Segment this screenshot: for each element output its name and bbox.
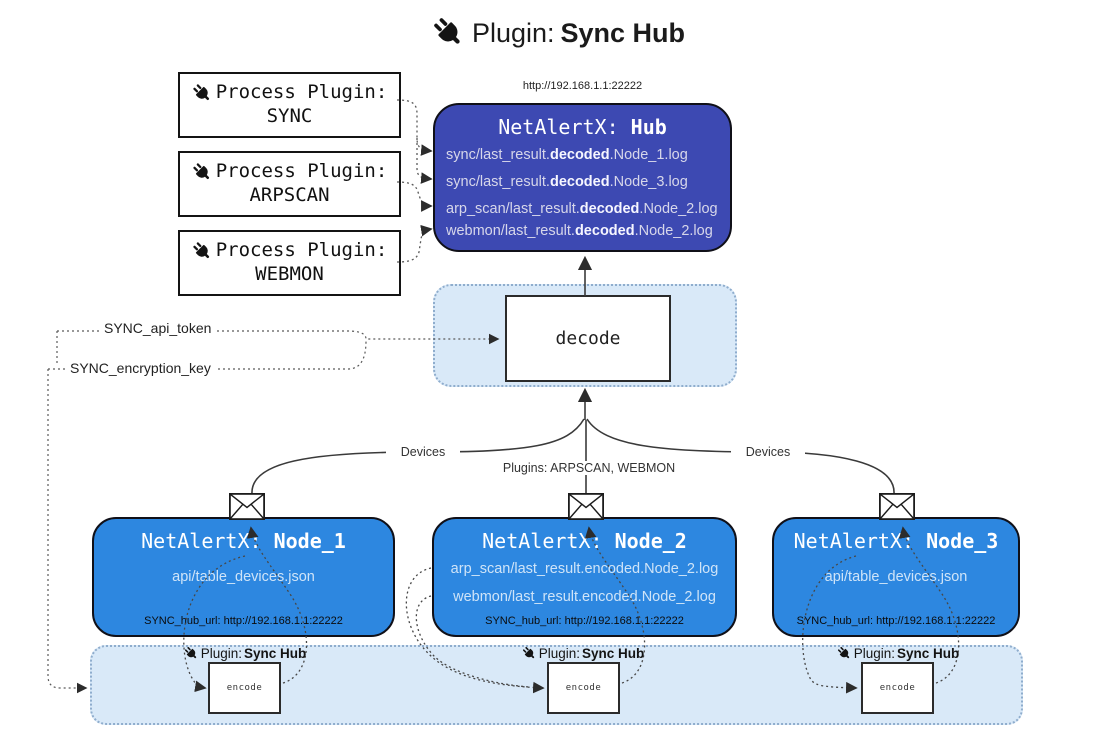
node-file-line: webmon/last_result.encoded.Node_2.log bbox=[453, 589, 716, 605]
sync-encryption-key-label: SYNC_encryption_key bbox=[66, 360, 215, 376]
hub-log-line: sync/last_result.decoded.Node_3.log bbox=[446, 174, 688, 190]
process-plugin-name: WEBMON bbox=[255, 263, 324, 285]
node-file-line: api/table_devices.json bbox=[824, 569, 968, 585]
process-plugin-name: SYNC bbox=[266, 105, 313, 127]
node-title: NetAlertX: Node_3 bbox=[793, 529, 999, 553]
process-plugin-box-sync: Process Plugin: SYNC bbox=[178, 72, 401, 138]
plug-icon bbox=[192, 83, 213, 104]
process-plugin-label: Process Plugin: bbox=[215, 160, 388, 183]
edge-label-devices-right: Devices bbox=[731, 445, 805, 459]
plug-icon bbox=[184, 646, 199, 661]
sync-hub-plugin-label: Plugin: Sync Hub bbox=[813, 646, 983, 664]
hub-box: NetAlertX: Hub sync/last_result.decoded.… bbox=[433, 103, 732, 252]
process-plugin-box-arpscan: Process Plugin: ARPSCAN bbox=[178, 151, 401, 217]
envelope-icon bbox=[879, 493, 915, 520]
envelope-icon bbox=[229, 493, 265, 520]
hub-log-line: sync/last_result.decoded.Node_1.log bbox=[446, 147, 688, 163]
node-hub-url: SYNC_hub_url: http://192.168.1.1:22222 bbox=[144, 615, 343, 627]
encode-box: encode bbox=[861, 662, 934, 714]
node-file-line: arp_scan/last_result.encoded.Node_2.log bbox=[450, 561, 719, 577]
sync-hub-plugin-label: Plugin: Sync Hub bbox=[498, 646, 668, 664]
process-plugin-label: Process Plugin: bbox=[215, 239, 388, 262]
edge-label-plugins: Plugins: ARPSCAN, WEBMON bbox=[496, 461, 682, 475]
sync-api-token-label: SYNC_api_token bbox=[100, 320, 216, 336]
plug-icon bbox=[837, 646, 852, 661]
sync-hub-plugin-label: Plugin: Sync Hub bbox=[160, 646, 330, 664]
plug-icon bbox=[192, 162, 213, 183]
page-title-prefix: Plugin: bbox=[471, 17, 555, 48]
node-title: NetAlertX: Node_1 bbox=[141, 529, 346, 553]
encode-box: encode bbox=[547, 662, 620, 714]
plug-icon bbox=[522, 646, 537, 661]
process-plugin-label: Process Plugin: bbox=[215, 81, 388, 104]
hub-log-line: arp_scan/last_result.decoded.Node_2.log bbox=[446, 201, 718, 217]
node-box-node3: NetAlertX: Node_3 api/table_devices.json… bbox=[772, 517, 1020, 637]
envelope-icon bbox=[568, 493, 604, 520]
page-title: Plugin: Sync Hub bbox=[0, 16, 1117, 57]
decode-box: decode bbox=[505, 295, 671, 382]
process-plugin-box-webmon: Process Plugin: WEBMON bbox=[178, 230, 401, 296]
plug-icon bbox=[192, 241, 213, 262]
process-plugin-name: ARPSCAN bbox=[249, 184, 330, 206]
hub-title: NetAlertX: Hub bbox=[435, 115, 730, 139]
page-title-name: Sync Hub bbox=[560, 17, 686, 48]
node-file-line: api/table_devices.json bbox=[172, 569, 315, 585]
hub-log-line: webmon/last_result.decoded.Node_2.log bbox=[446, 223, 713, 239]
node-title: NetAlertX: Node_2 bbox=[482, 529, 687, 553]
node-hub-url: SYNC_hub_url: http://192.168.1.1:22222 bbox=[796, 615, 996, 627]
plug-icon bbox=[432, 16, 466, 50]
node-hub-url: SYNC_hub_url: http://192.168.1.1:22222 bbox=[485, 615, 684, 627]
hub-title-prefix: NetAlertX: bbox=[498, 115, 631, 139]
decode-label: decode bbox=[555, 328, 621, 349]
encode-box: encode bbox=[208, 662, 281, 714]
edge-label-devices-left: Devices bbox=[386, 445, 460, 459]
plugin-connectors bbox=[396, 99, 433, 263]
node-box-node2: NetAlertX: Node_2 arp_scan/last_result.e… bbox=[432, 517, 737, 637]
node-box-node1: NetAlertX: Node_1 api/table_devices.json… bbox=[92, 517, 395, 637]
hub-url-label: http://192.168.1.1:22222 bbox=[522, 80, 643, 92]
hub-title-name: Hub bbox=[630, 115, 667, 139]
